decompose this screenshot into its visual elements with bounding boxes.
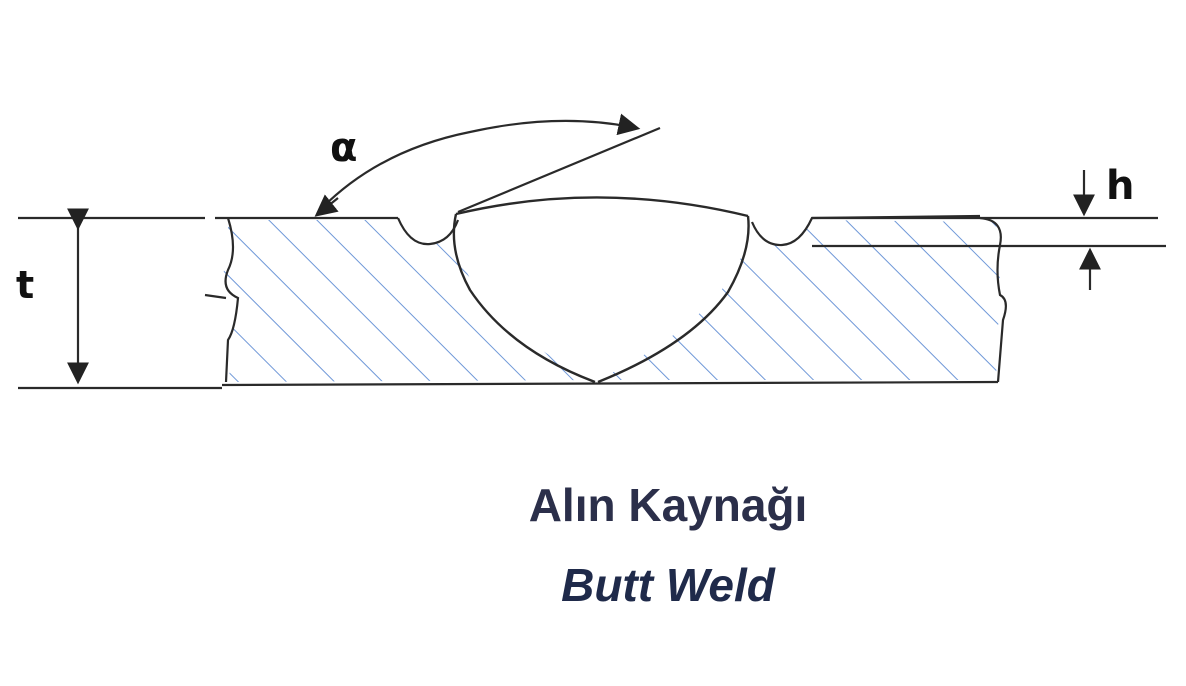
height-dimension — [812, 170, 1166, 290]
caption-english: Butt Weld — [561, 559, 775, 611]
height-label: h — [1106, 163, 1135, 209]
plate-outline — [204, 214, 1007, 387]
weld-bead — [452, 196, 750, 384]
alpha-angle-indicator — [314, 113, 661, 217]
thickness-dimension — [18, 208, 222, 390]
caption-turkish: Alın Kaynağı — [528, 479, 808, 531]
plate-hatch — [223, 220, 1003, 382]
alpha-label: α — [330, 125, 358, 171]
thickness-label: t — [16, 263, 35, 307]
